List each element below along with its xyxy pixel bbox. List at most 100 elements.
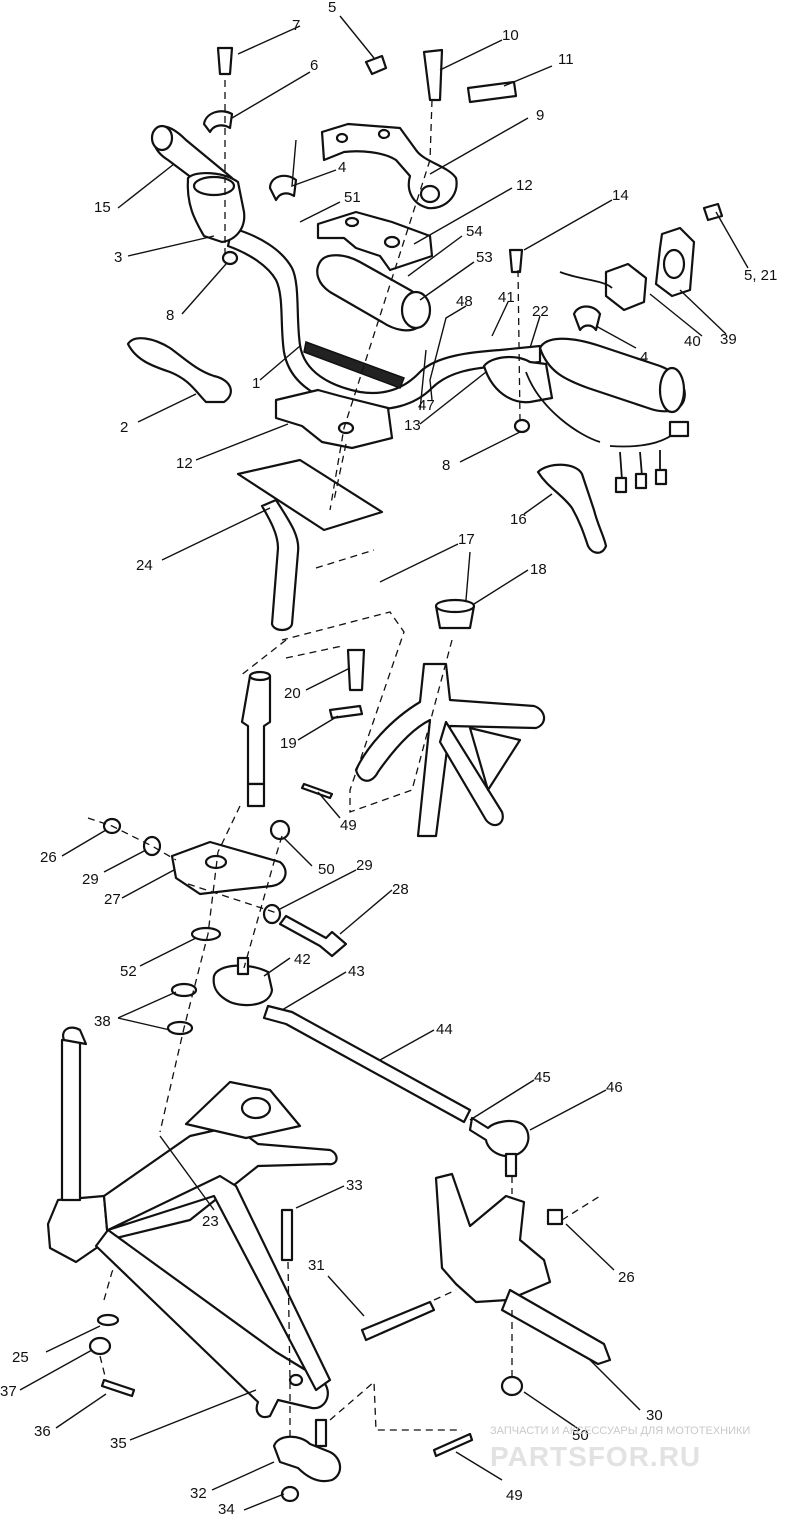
callout-37: 37 [0, 1383, 17, 1400]
callout-13: 13 [404, 417, 421, 434]
bolt-31 [360, 1300, 436, 1342]
callout-22: 22 [532, 303, 549, 320]
callout-26-lower: 26 [618, 1269, 635, 1286]
callout-20: 20 [284, 685, 301, 702]
upper-clamp-9 [320, 122, 458, 210]
callout-39: 39 [720, 331, 737, 348]
callout-30: 30 [646, 1407, 663, 1424]
callout-labels: 5 7 10 6 11 9 4 15 51 12 14 5, 21 3 54 5… [0, 0, 777, 1517]
bolt-14 [508, 248, 524, 274]
watermark: ЗАПЧАСТИ И АКСЕССУАРЫ ДЛЯ МОТОТЕХНИКИ PA… [490, 1425, 750, 1472]
brake-lever-16 [536, 463, 608, 554]
callout-49-lower: 49 [506, 1487, 523, 1504]
bolt-33 [280, 1208, 294, 1262]
callout-35: 35 [110, 1435, 127, 1452]
callout-1: 1 [252, 375, 260, 392]
callout-34: 34 [218, 1501, 235, 1517]
clamp-4-right [572, 305, 602, 332]
callout-7: 7 [292, 17, 300, 34]
callout-27: 27 [104, 891, 121, 908]
callout-25: 25 [12, 1349, 29, 1366]
washer-38-lower [166, 1020, 194, 1036]
callout-4-left: 4 [338, 159, 346, 176]
washer-29-left [142, 835, 162, 857]
callout-19: 19 [280, 735, 297, 752]
callout-42: 42 [294, 951, 311, 968]
callout-11: 11 [558, 51, 574, 68]
callout-12-upper: 12 [516, 177, 533, 194]
tie-rod-end-46 [468, 1116, 530, 1158]
callout-38: 38 [94, 1013, 111, 1030]
callout-43: 43 [348, 963, 365, 980]
callout-50-upper: 50 [318, 861, 335, 878]
callout-14: 14 [612, 187, 629, 204]
clamp-6 [202, 110, 234, 134]
nut-50-lower [500, 1375, 524, 1397]
callout-3: 3 [114, 249, 122, 266]
tie-rod-44 [262, 1004, 472, 1124]
frame-tubes [354, 662, 546, 838]
spindle-30 [434, 1172, 552, 1304]
callout-26-upper: 26 [40, 849, 57, 866]
callout-44: 44 [436, 1021, 453, 1038]
callout-24: 24 [136, 557, 153, 574]
clamp-block-12-upper [316, 210, 434, 272]
callout-33: 33 [346, 1177, 363, 1194]
callout-17: 17 [458, 531, 475, 548]
callout-2: 2 [120, 419, 128, 436]
callout-46: 46 [606, 1079, 623, 1096]
frame-bracket-left [46, 1194, 110, 1264]
washer-38-upper [170, 982, 198, 998]
callout-53: 53 [476, 249, 493, 266]
callout-49-upper: 49 [340, 817, 357, 834]
nut-8-right [513, 418, 531, 434]
callout-54: 54 [466, 223, 483, 240]
steering-post-24 [236, 458, 384, 532]
callout-48: 48 [456, 293, 473, 310]
nut-26-lower [546, 1208, 564, 1226]
clamp-4-left [268, 174, 298, 202]
callout-32: 32 [190, 1485, 207, 1502]
wiring [525, 271, 681, 481]
callout-10: 10 [502, 27, 519, 44]
bracket-2 [126, 337, 232, 404]
callout-18: 18 [530, 561, 547, 578]
parts-drawing [46, 46, 724, 1503]
assembly-lines [87, 80, 601, 1440]
callout-29-right: 29 [356, 857, 373, 874]
tie-rod-end-42 [212, 964, 274, 1007]
bolt-28 [278, 914, 348, 958]
steering-shaft [240, 674, 272, 786]
handlebar-knurl [303, 340, 405, 389]
nut-50-upper [269, 819, 291, 841]
cotter-pin-49-upper [300, 782, 334, 800]
nut-34 [280, 1485, 300, 1503]
callout-36: 36 [34, 1423, 51, 1440]
cotter-pin-49-lower [432, 1432, 474, 1458]
callout-8-left: 8 [166, 307, 174, 324]
decal-11 [466, 80, 518, 104]
callout-28: 28 [392, 881, 409, 898]
bolt-10 [422, 48, 444, 102]
washer-25 [96, 1313, 120, 1327]
callout-52: 52 [120, 963, 137, 980]
right-control-housing [482, 356, 554, 404]
nut-8-left [221, 250, 239, 266]
switch-40 [604, 262, 648, 312]
callout-23: 23 [202, 1213, 219, 1230]
callout-51: 51 [344, 189, 361, 206]
callout-5-top: 5 [328, 0, 336, 16]
washer-52 [190, 926, 222, 942]
callout-8-right: 8 [442, 457, 450, 474]
right-grip [538, 337, 686, 413]
callout-16: 16 [510, 511, 527, 528]
pitman-arm-27 [170, 840, 287, 896]
callout-40: 40 [684, 333, 701, 350]
bolt-19 [328, 704, 364, 720]
callout-47: 47 [418, 397, 435, 414]
clip-20 [346, 648, 366, 692]
clamp-block-12-lower [274, 388, 394, 450]
screw-5 [364, 54, 388, 76]
callout-41: 41 [498, 289, 515, 306]
